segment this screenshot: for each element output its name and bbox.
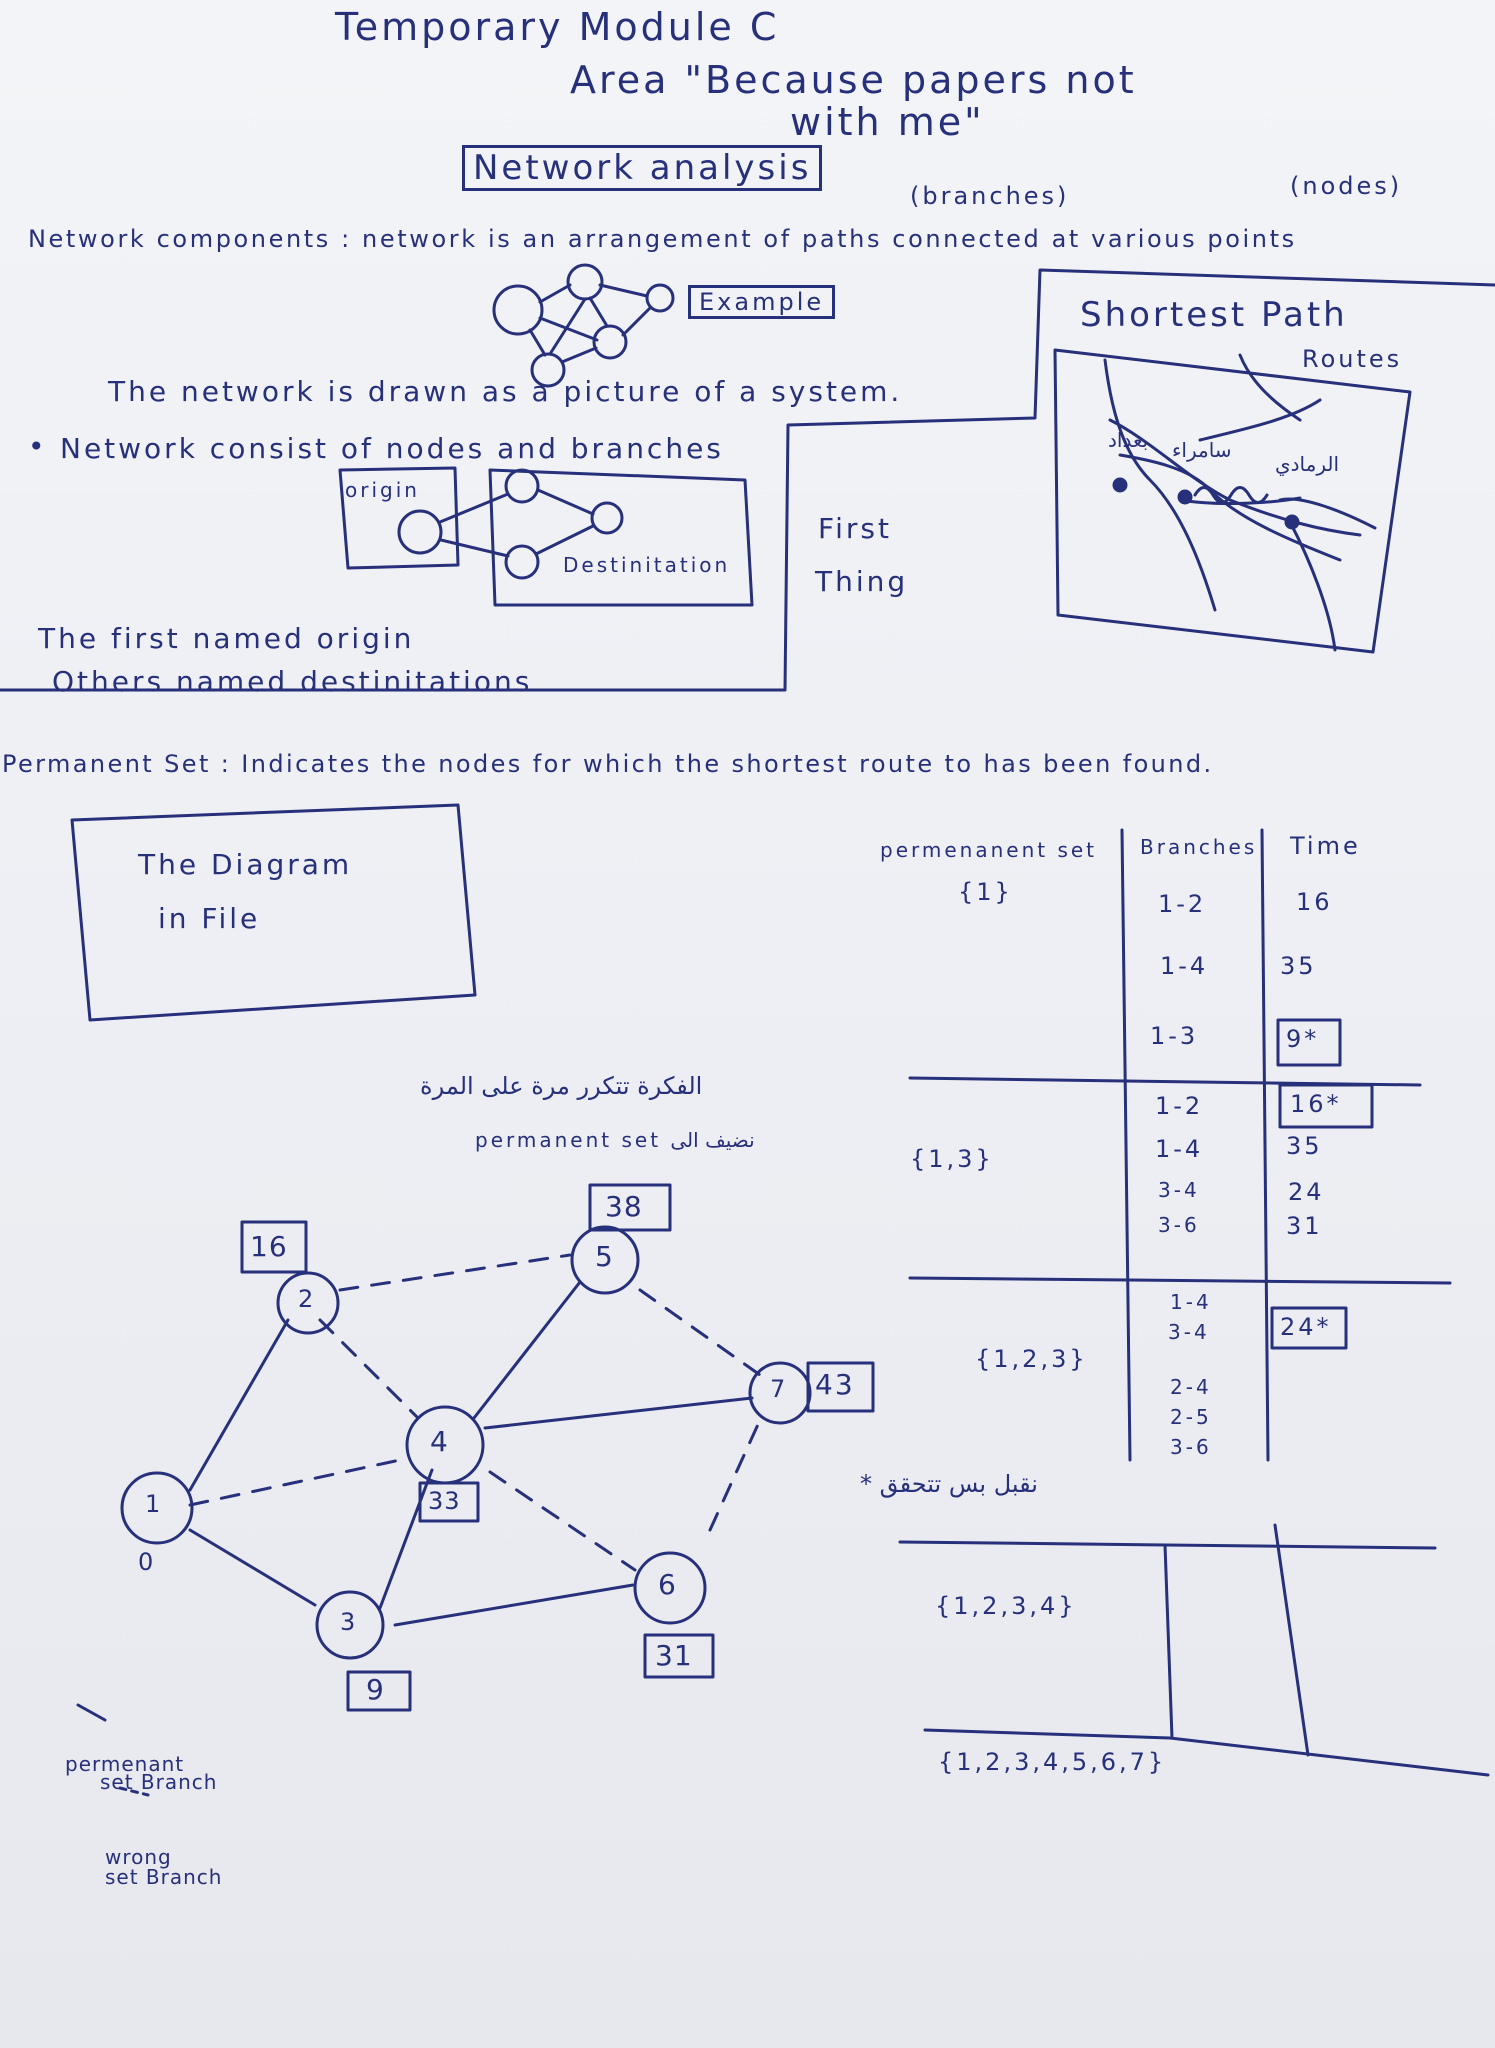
example-label: Example bbox=[688, 285, 836, 319]
legend-solid-mark bbox=[76, 1703, 107, 1722]
group1-time-3: 9* bbox=[1286, 1025, 1320, 1053]
others-named-text: Others named destinitations bbox=[52, 665, 533, 698]
node-7-distance: 43 bbox=[815, 1368, 855, 1401]
legend-solid-label-1: permenant bbox=[65, 1752, 185, 1776]
final-set: {1,2,3,4,5,6,7} bbox=[938, 1748, 1167, 1776]
bullet-dot: • bbox=[28, 430, 48, 463]
group2-time-4: 31 bbox=[1286, 1212, 1323, 1240]
group1-time-1: 16 bbox=[1296, 888, 1333, 916]
first-thing-line-2: Thing bbox=[815, 565, 909, 598]
node-1-label: 1 bbox=[145, 1490, 161, 1518]
page-title: Temporary Module C bbox=[335, 5, 780, 49]
node-7-label: 7 bbox=[770, 1375, 786, 1403]
section-divider bbox=[0, 268, 1495, 692]
arabic-note-2: permanent set نضيف الى bbox=[475, 1128, 755, 1152]
arabic-note-1: الفكرة تتكرر مرة على المرة bbox=[420, 1072, 703, 1100]
permanent-set-definition: Permanent Set : Indicates the nodes for … bbox=[2, 750, 1214, 778]
group3-time-1: 24* bbox=[1280, 1313, 1332, 1341]
group2-branch-4: 3-6 bbox=[1158, 1213, 1200, 1237]
subtitle-line-1: Area "Because papers not bbox=[570, 58, 1137, 102]
nodes-label: (nodes) bbox=[1290, 172, 1403, 200]
graph-solid-edges bbox=[188, 1280, 754, 1627]
node-4-label: 4 bbox=[430, 1425, 448, 1458]
group1-branch-1: 1-2 bbox=[1158, 890, 1207, 918]
group1-branch-2: 1-4 bbox=[1160, 952, 1209, 980]
table-header-set: permenanent set bbox=[880, 838, 1098, 862]
destination-label: Destinitation bbox=[563, 553, 731, 577]
legend-dashed-label-2: set Branch bbox=[105, 1865, 223, 1889]
group3-set: {1,2,3} bbox=[975, 1345, 1088, 1373]
graph-nodes bbox=[120, 1183, 875, 1712]
group1-time-2: 35 bbox=[1280, 952, 1317, 980]
node-3-label: 3 bbox=[340, 1608, 356, 1636]
group2-time-1: 16* bbox=[1290, 1090, 1342, 1118]
group2-time-2: 35 bbox=[1286, 1132, 1323, 1160]
first-thing-line-1: First bbox=[818, 512, 892, 545]
subtitle-line-2: with me" bbox=[790, 100, 985, 144]
node-2-distance: 16 bbox=[250, 1230, 288, 1263]
legend-dashed-mark bbox=[118, 1786, 150, 1797]
group2-branch-3: 3-4 bbox=[1158, 1178, 1200, 1202]
table-header-time: Time bbox=[1290, 832, 1361, 860]
group4-set: {1,2,3,4} bbox=[935, 1592, 1077, 1620]
origin-label: origin bbox=[345, 478, 420, 502]
group2-set: {1,3} bbox=[910, 1145, 994, 1173]
legend-solid-label-2: set Branch bbox=[100, 1770, 218, 1794]
network-consist-text: Network consist of nodes and branches bbox=[60, 432, 724, 465]
diagram-note-line-2: in File bbox=[158, 902, 261, 935]
node-4-distance: 33 bbox=[428, 1487, 461, 1515]
map-label-samarra: سامراء bbox=[1172, 438, 1232, 462]
node-1-distance: 0 bbox=[138, 1548, 154, 1576]
map-label-baghdad: بغداد bbox=[1108, 428, 1149, 452]
map-label-ramadi: الرمادي bbox=[1275, 452, 1340, 476]
diagram-note-box bbox=[70, 803, 477, 1022]
group1-branch-3: 1-3 bbox=[1150, 1022, 1199, 1050]
group2-branch-2: 1-4 bbox=[1155, 1135, 1204, 1163]
group3-branch-5: 3-6 bbox=[1170, 1435, 1212, 1459]
table-grid bbox=[898, 828, 1490, 1777]
routes-label: Routes bbox=[1302, 345, 1403, 373]
node-3-distance: 9 bbox=[366, 1673, 385, 1706]
branches-label: (branches) bbox=[910, 182, 1070, 210]
topic-heading: Network analysis bbox=[462, 145, 823, 191]
map-sketch bbox=[1053, 348, 1412, 654]
group1-set: {1} bbox=[958, 878, 1013, 906]
diagram-note-line-1: The Diagram bbox=[138, 848, 353, 881]
node-5-label: 5 bbox=[595, 1240, 613, 1273]
node-6-label: 6 bbox=[658, 1568, 676, 1601]
group3-branch-3: 2-4 bbox=[1170, 1375, 1212, 1399]
node-6-distance: 31 bbox=[655, 1639, 693, 1672]
node-2-label: 2 bbox=[298, 1285, 314, 1313]
group3-branch-1: 1-4 bbox=[1170, 1290, 1212, 1314]
network-components-text: Network components : network is an arran… bbox=[28, 225, 1297, 253]
group3-branch-4: 2-5 bbox=[1170, 1405, 1212, 1429]
arabic-note-4: نقبل بس تتحقق * bbox=[860, 1470, 1038, 1498]
origin-destination-diagram bbox=[338, 466, 754, 607]
group3-branch-2: 3-4 bbox=[1168, 1320, 1210, 1344]
example-network bbox=[492, 263, 675, 388]
legend-dashed-label-1: wrong bbox=[105, 1845, 172, 1869]
shortest-path-heading: Shortest Path bbox=[1080, 295, 1348, 335]
graph-dashed-edges bbox=[188, 1253, 762, 1572]
group2-time-3: 24 bbox=[1288, 1178, 1325, 1206]
group2-branch-1: 1-2 bbox=[1155, 1092, 1204, 1120]
table-header-branches: Branches bbox=[1140, 835, 1258, 859]
node-5-distance: 38 bbox=[605, 1190, 643, 1223]
first-named-text: The first named origin bbox=[38, 622, 415, 655]
network-drawn-text: The network is drawn as a picture of a s… bbox=[108, 375, 903, 408]
